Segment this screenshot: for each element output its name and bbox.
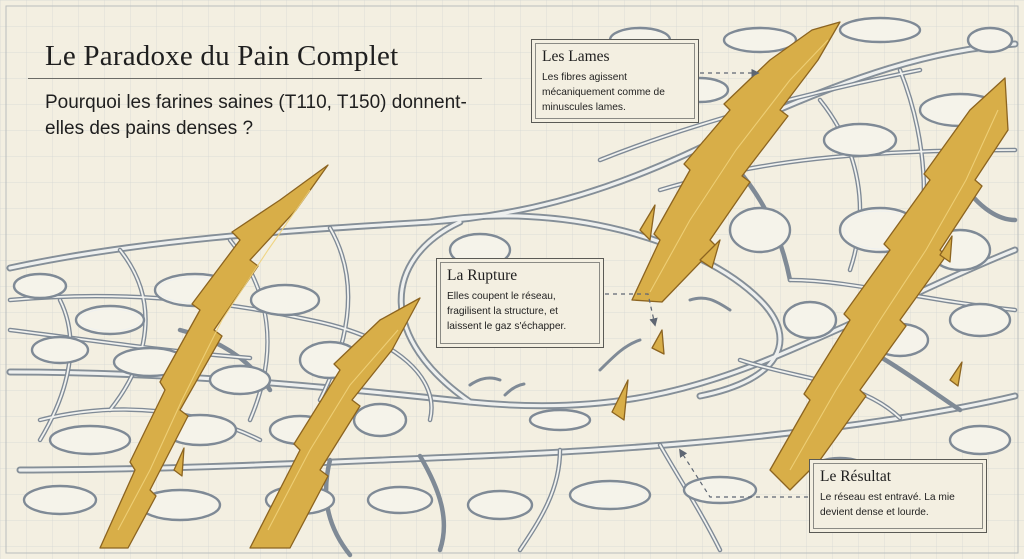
callout-rupture-body: Elles coupent le réseau, fragilisent la … — [447, 291, 567, 332]
callout-lames-title: Les Lames — [542, 48, 610, 65]
callout-resultat-body: Le réseau est entravé. La mie devient de… — [820, 492, 955, 518]
callout-rupture-title: La Rupture — [447, 267, 518, 284]
dashed-arrows — [605, 68, 808, 498]
page-subtitle: Pourquoi les farines saines (T110, T150)… — [45, 92, 467, 139]
callout-lames-body: Les fibres agissent mécaniquement comme … — [542, 72, 665, 113]
page-border — [5, 5, 1019, 554]
callout-rupture: La Rupture Elles coupent le réseau, frag… — [436, 258, 604, 348]
callout-resultat-title: Le Résultat — [820, 468, 892, 485]
fiber-blade-shards — [99, 21, 1009, 549]
callout-lames: Les Lames Les fibres agissent mécaniquem… — [531, 39, 699, 123]
page-title: Le Paradoxe du Pain Complet — [45, 40, 399, 72]
title-divider — [28, 78, 482, 79]
callout-resultat: Le Résultat Le réseau est entravé. La mi… — [809, 459, 987, 533]
